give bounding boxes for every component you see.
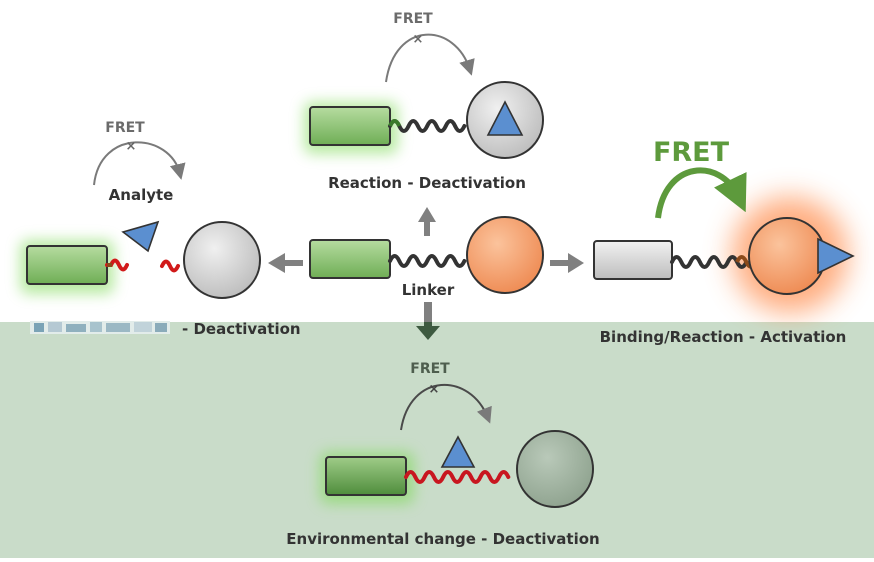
fret-cross-top: × — [413, 32, 424, 47]
bottom-construct: × — [320, 382, 594, 508]
fret-label-right: FRET — [653, 137, 730, 168]
binding-activation-label: Binding/Reaction - Activation — [600, 328, 847, 346]
linker-fragment-left — [105, 258, 129, 272]
acceptor-circle-right — [748, 217, 826, 295]
acceptor-circle-bottom — [516, 430, 594, 508]
donor-rect-bottom — [325, 456, 407, 496]
reaction-deactivation-label: Reaction - Deactivation — [328, 174, 526, 192]
linker-spring-bottom — [404, 470, 511, 484]
analyte-triangle-bottom — [440, 435, 476, 468]
fret-arc-left — [93, 141, 186, 186]
fret-label-top: FRET — [393, 11, 433, 27]
fret-arc-bottom — [400, 383, 492, 431]
fret-cross-bottom: × — [429, 382, 440, 397]
left-caption-suffix: - Deactivation — [182, 320, 301, 338]
arrow-left — [268, 253, 303, 273]
right-construct — [593, 167, 855, 313]
center-construct — [309, 216, 544, 294]
linker-spring-center — [388, 254, 467, 268]
donor-rect-center — [309, 239, 391, 279]
left-construct: × — [20, 139, 261, 299]
analyte-label: Analyte — [109, 186, 174, 204]
fret-label-left: FRET — [105, 120, 145, 136]
environmental-deactivation-label: Environmental change - Deactivation — [286, 530, 599, 548]
left-caption-garbled — [30, 321, 170, 334]
fret-arc-top — [385, 33, 475, 83]
donor-rect-left — [26, 245, 108, 285]
analyte-triangle-right — [817, 237, 855, 275]
arrow-down — [416, 302, 440, 340]
linker-spring-right — [670, 255, 749, 269]
analyte-triangle-left — [121, 220, 160, 253]
linker-label: Linker — [402, 281, 455, 299]
fret-label-bottom: FRET — [410, 361, 450, 377]
fret-arc-right — [655, 167, 747, 219]
donor-rect-top — [309, 106, 391, 146]
analyte-triangle-top — [486, 100, 524, 136]
donor-rect-right — [593, 240, 673, 280]
acceptor-circle-center — [466, 216, 544, 294]
linker-spring-top — [388, 119, 467, 133]
acceptor-circle-left — [183, 221, 261, 299]
arrow-right — [550, 253, 584, 273]
top-construct: × — [304, 32, 544, 159]
arrow-up — [418, 207, 436, 236]
bottom-panel — [0, 322, 874, 558]
linker-fragment-right — [160, 259, 180, 273]
fret-cross-left: × — [126, 139, 137, 154]
